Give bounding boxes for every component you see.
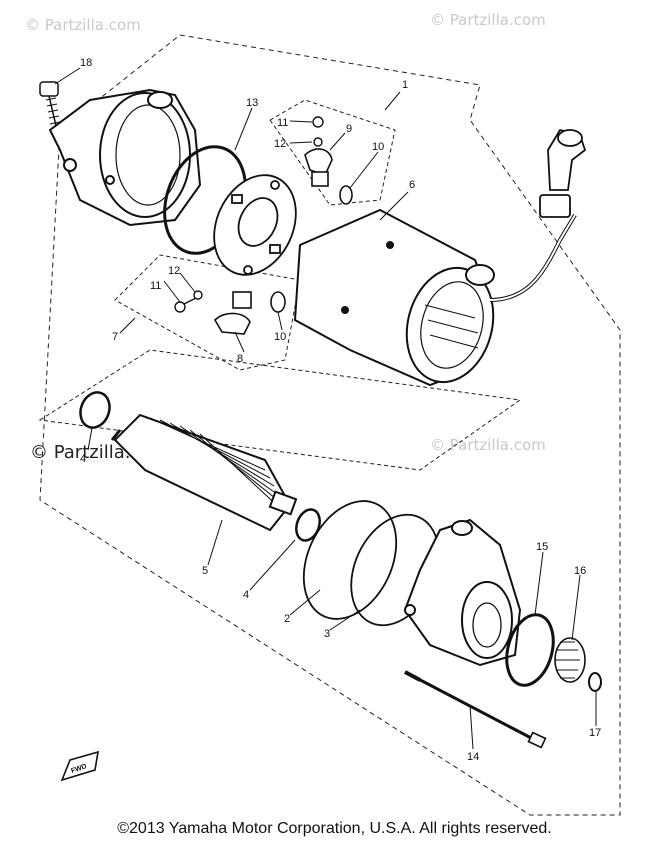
watermark-top-left: © Partzilla.com (25, 16, 141, 34)
callout-10-top: 10 (372, 141, 384, 153)
callout-12-top: 12 (274, 138, 286, 150)
assembly-boundary (39, 34, 621, 816)
front-cover-housing (403, 518, 522, 667)
callout-4-right: 4 (243, 589, 249, 601)
callout-3: 3 (324, 628, 330, 640)
end-cover-housing (48, 88, 202, 227)
part-5-armature (110, 413, 298, 532)
part-8-brush (213, 291, 252, 335)
leader-lines (54, 67, 597, 750)
callout-4-left: 4 (80, 453, 86, 465)
part-18-bolt (39, 81, 61, 131)
part-2-gasket (302, 500, 398, 620)
callout-2: 2 (284, 613, 290, 625)
callout-12-bottom: 12 (168, 265, 180, 277)
part-4-washer-left (79, 391, 111, 429)
wire-lead (489, 128, 587, 302)
callout-6: 6 (409, 179, 415, 191)
watermark-mid-right: © Partzilla.com (430, 436, 546, 454)
part-9-brush (304, 148, 333, 187)
part-15-o-ring (505, 613, 555, 687)
callout-18: 18 (80, 57, 92, 69)
part-11-screw-top (312, 116, 324, 128)
brush-holder-boundary (269, 99, 396, 206)
part-12-washer (193, 290, 203, 300)
callout-15: 15 (536, 541, 548, 553)
armature-boundary (38, 349, 522, 471)
callout-13: 13 (246, 97, 258, 109)
callout-9: 9 (346, 123, 352, 135)
part-12-washer-top (313, 137, 323, 147)
callout-8: 8 (237, 353, 243, 365)
callout-11-top: 11 (277, 117, 288, 129)
callout-10-bottom: 10 (274, 331, 286, 343)
brush-plate (213, 174, 297, 276)
part-10-bushing-top (339, 185, 353, 205)
part-4-washer-right (295, 508, 321, 542)
callout-1: 1 (402, 79, 408, 91)
part-6-yoke (293, 208, 495, 387)
part-14-through-bolt (404, 670, 547, 749)
callout-14: 14 (467, 751, 479, 763)
callout-5: 5 (202, 565, 208, 577)
callout-17: 17 (589, 727, 601, 739)
watermark-top-right: © Partzilla.com (430, 11, 546, 29)
part-10-bushing (270, 291, 286, 313)
part-16-pinion-gear (554, 637, 586, 683)
part-17-washer (588, 672, 602, 692)
callout-7: 7 (112, 331, 118, 343)
brush-set-boundary (114, 254, 301, 371)
fwd-arrow: FWD (60, 750, 99, 782)
copyright-notice: ©2013 Yamaha Motor Corporation, U.S.A. A… (117, 820, 552, 837)
callout-11-bottom: 11 (150, 280, 161, 292)
callout-16: 16 (574, 565, 586, 577)
